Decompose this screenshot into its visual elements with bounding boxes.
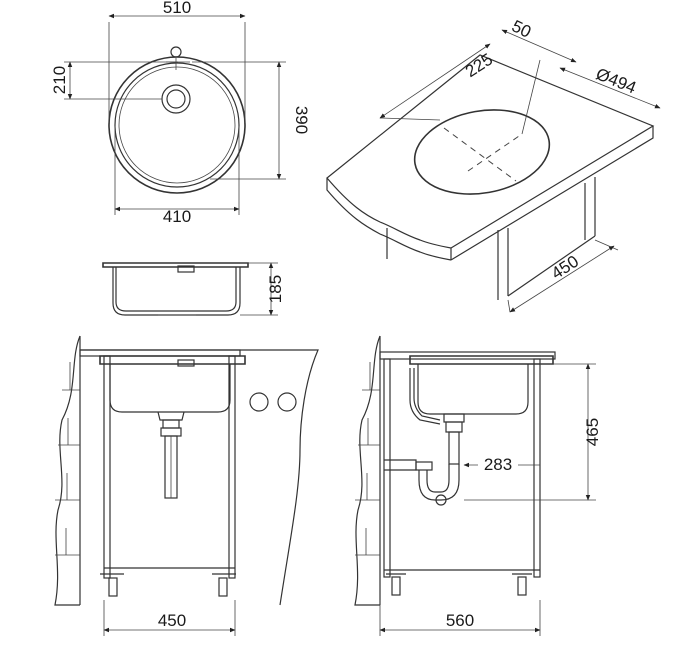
side-install-drain-dimension: 283	[484, 455, 512, 474]
top-view: 510 210 390 410	[50, 0, 311, 226]
countertop-cutout-dimension: Ø494	[593, 64, 639, 97]
side-install-view: 465 283 560	[354, 335, 602, 636]
countertop-depth-dimension: 450	[548, 252, 582, 283]
front-cabinet-dimension: 450	[158, 611, 186, 630]
top-offset-dimension: 210	[50, 66, 69, 94]
top-width-dimension: 510	[163, 0, 191, 17]
side-view: 185	[102, 262, 285, 316]
top-bowl-dimension: 410	[163, 207, 191, 226]
side-install-cabinet-dimension: 560	[446, 611, 474, 630]
countertop-view: 50 225 Ø494 450	[326, 16, 661, 313]
top-depth-dimension: 390	[292, 106, 311, 134]
side-install-height-dimension: 465	[583, 418, 602, 446]
side-height-dimension: 185	[266, 275, 285, 303]
front-install-view: 450	[54, 335, 319, 636]
countertop-edge-dimension: 50	[509, 16, 534, 41]
